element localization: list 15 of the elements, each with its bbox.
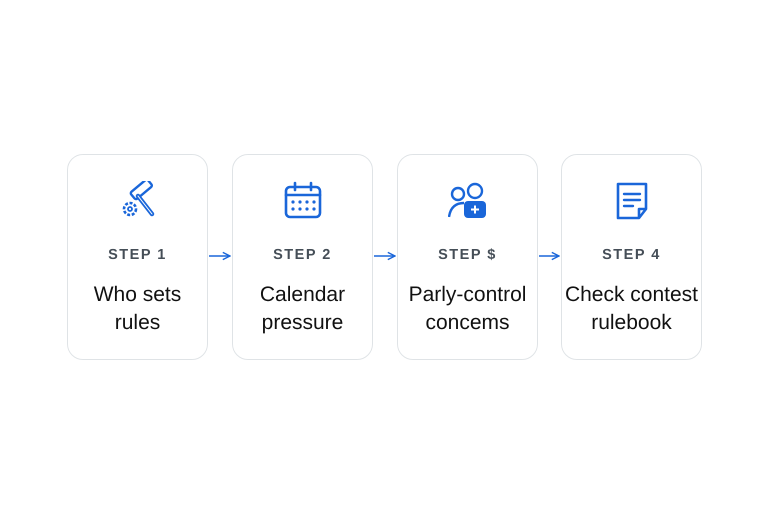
step-card xyxy=(232,154,373,360)
step-title: Calendar pressure xyxy=(258,282,346,336)
step-number: STEP 4 xyxy=(601,247,662,263)
step-number: STEP $ xyxy=(437,247,498,263)
arrow xyxy=(209,252,231,260)
step-number: STEP 1 xyxy=(107,247,168,263)
step-title: Who sets rules xyxy=(92,282,182,336)
step-card xyxy=(397,154,538,360)
arrow xyxy=(374,252,396,260)
step-title: Parly-control concems xyxy=(408,282,528,336)
arrow xyxy=(539,252,560,260)
step-number: STEP 2 xyxy=(272,247,333,263)
step-card xyxy=(67,154,208,360)
step-card xyxy=(561,154,702,360)
step-title: Check contest rulebook xyxy=(564,282,699,336)
